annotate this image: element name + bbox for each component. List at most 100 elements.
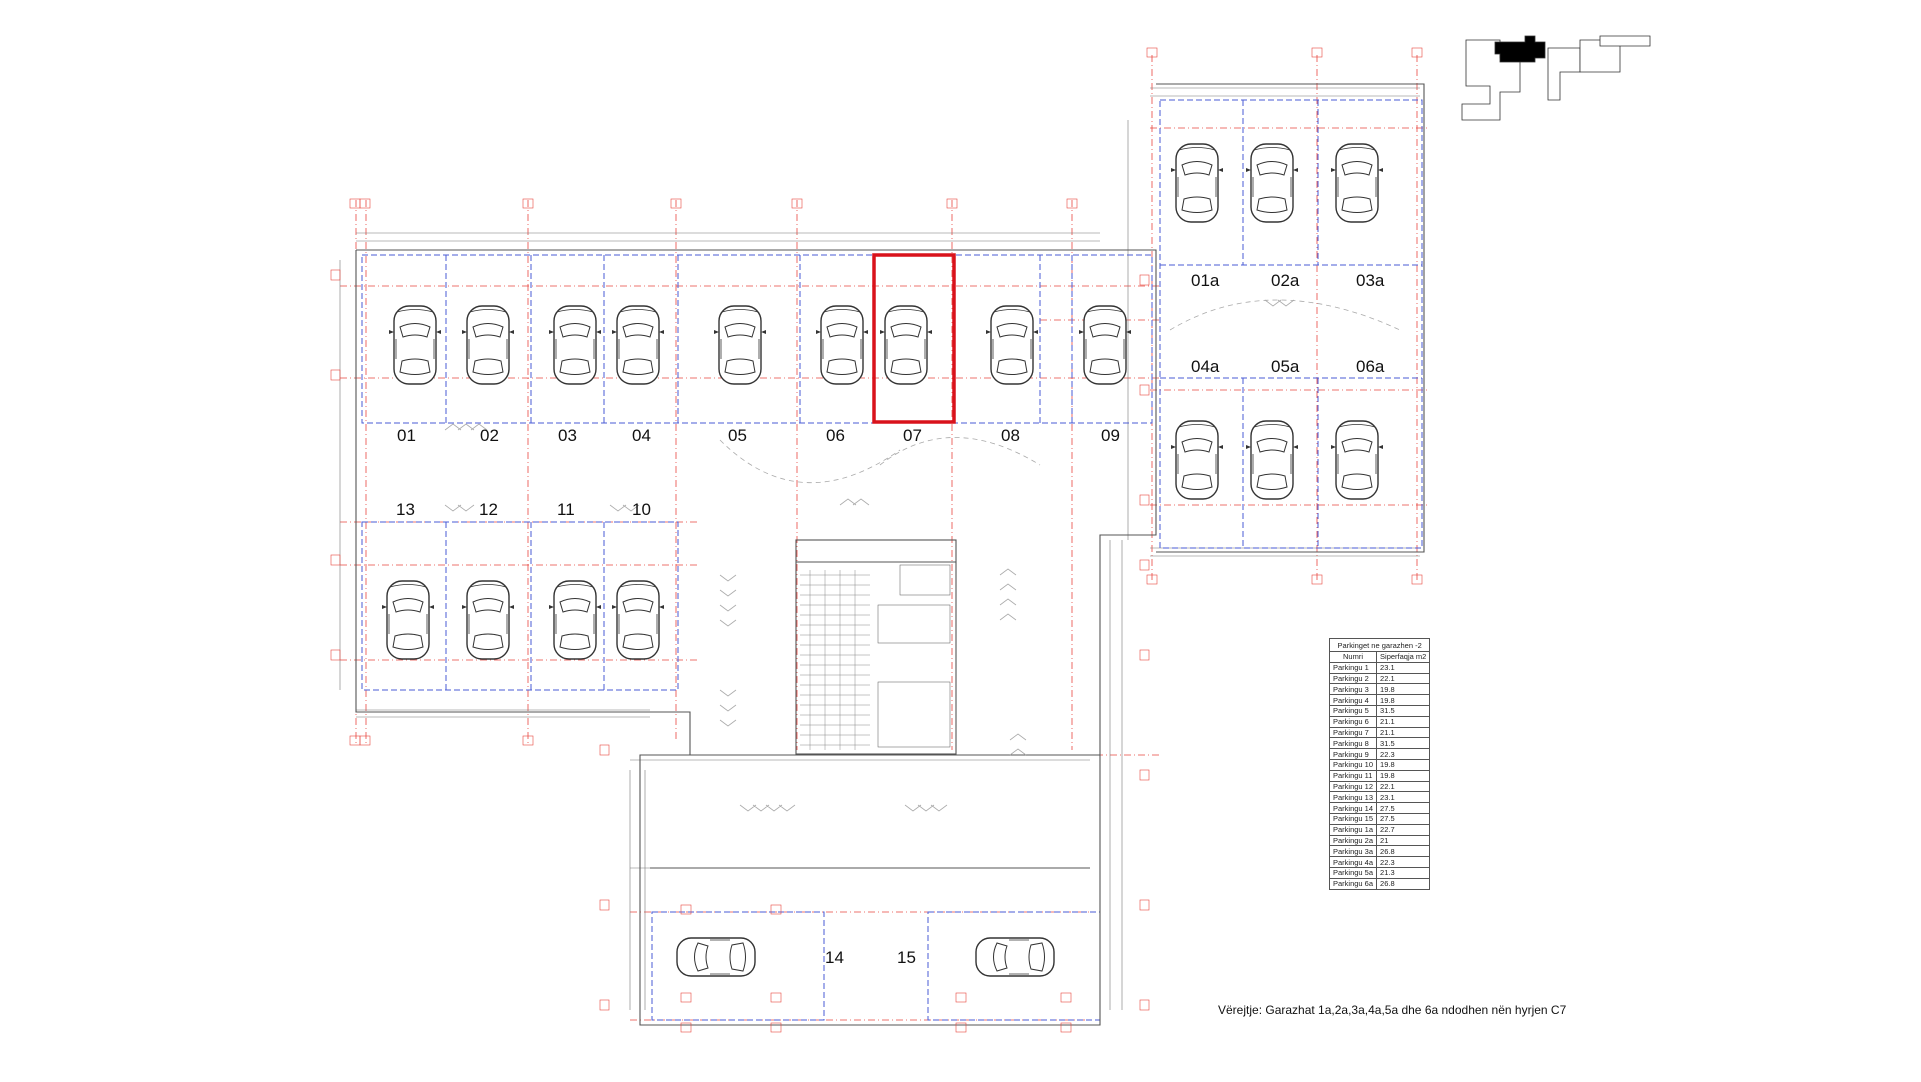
table-cell-name: Parkingu 14: [1328, 802, 1378, 814]
spot-label-06: 06: [826, 426, 845, 445]
table-cell-name: Parkingu 7: [1328, 726, 1378, 739]
car-icon: [1170, 143, 1224, 223]
parking-area-table: Parkinget ne garazhen -2 Numri Siperfaqj…: [1328, 638, 1431, 890]
table-title: Parkinget ne garazhen -2: [1328, 638, 1431, 652]
table-cell-area: 31.5: [1376, 704, 1431, 717]
table-cell-area: 19.8: [1376, 769, 1431, 782]
table-cell-name: Parkingu 13: [1328, 791, 1378, 804]
table-cell-name: Parkingu 3: [1328, 683, 1378, 696]
table-cell-name: Parkingu 2: [1328, 672, 1378, 685]
parking-bay-lines: [361, 99, 1423, 1021]
spot-label-08: 08: [1001, 426, 1020, 445]
spot-label-01a: 01a: [1191, 271, 1220, 290]
table-header-area: Siperfaqja m2: [1376, 651, 1431, 663]
car-icon: [985, 305, 1039, 385]
car-icon: [1245, 143, 1299, 223]
car-icon: [1078, 305, 1132, 385]
spot-label-05: 05: [728, 426, 747, 445]
walls: [355, 83, 1425, 1026]
key-plan: [1461, 35, 1651, 121]
car-icon: [388, 305, 442, 385]
car-icon: [676, 937, 756, 977]
table-cell-area: 23.1: [1376, 661, 1431, 674]
spot-label-11: 11: [557, 500, 575, 519]
car-icon: [879, 305, 933, 385]
table-cell-area: 23.1: [1376, 791, 1431, 804]
table-cell-name: Parkingu 5: [1328, 704, 1378, 717]
table-cell-area: 21.3: [1376, 866, 1431, 879]
table-header-name: Numri: [1328, 651, 1378, 663]
table-cell-area: 22.3: [1376, 748, 1431, 760]
table-cell-name: Parkingu 6: [1328, 715, 1378, 728]
car-icon: [461, 305, 515, 385]
table-cell-name: Parkingu 12: [1328, 780, 1378, 793]
spot-label-12: 12: [479, 500, 498, 519]
spot-label-04a: 04a: [1191, 357, 1220, 376]
table-cell-name: Parkingu 6a: [1328, 877, 1378, 890]
car-icon: [611, 580, 665, 660]
table-cell-area: 22.3: [1376, 856, 1431, 868]
table-cell-area: 26.8: [1376, 877, 1431, 890]
table-cell-area: 22.1: [1376, 780, 1431, 793]
table-cell-area: 22.1: [1376, 672, 1431, 685]
axis-tags: [330, 47, 1423, 1033]
car-icon: [1170, 420, 1224, 500]
table-cell-area: 21: [1376, 834, 1431, 847]
table-cell-area: 21.1: [1376, 715, 1431, 728]
spot-label-15: 15: [897, 948, 916, 967]
note-text: Vërejtje: Garazhat 1a,2a,3a,4a,5a dhe 6a…: [1218, 1003, 1567, 1017]
spot-label-05a: 05a: [1271, 357, 1300, 376]
parked-cars: [381, 143, 1384, 977]
spot-label-02a: 02a: [1271, 271, 1300, 290]
dimension-lines: [339, 87, 1420, 1010]
spot-label-13: 13: [396, 500, 415, 519]
spot-label-01: 01: [397, 426, 416, 445]
table-cell-name: Parkingu 9: [1328, 748, 1378, 760]
table-cell-name: Parkingu 1: [1328, 661, 1378, 674]
car-icon: [1330, 143, 1384, 223]
spot-label-03: 03: [558, 426, 577, 445]
key-plan-highlight: [1494, 35, 1546, 63]
table-cell-name: Parkingu 8: [1328, 737, 1378, 750]
spot-label-06a: 06a: [1356, 357, 1385, 376]
table-cell-area: 21.1: [1376, 726, 1431, 739]
table-cell-name: Parkingu 4a: [1328, 856, 1378, 868]
spot-label-10: 10: [632, 500, 651, 519]
spot-label-03a: 03a: [1356, 271, 1385, 290]
table-cell-area: 31.5: [1376, 737, 1431, 750]
car-icon: [548, 305, 602, 385]
spot-label-07: 07: [903, 426, 922, 445]
table-cell-name: Parkingu 3a: [1328, 845, 1378, 858]
table-cell-area: 27.5: [1376, 812, 1431, 825]
table-cell-name: Parkingu 2a: [1328, 834, 1378, 847]
table-cell-name: Parkingu 15: [1328, 812, 1378, 825]
stair-core: [800, 564, 951, 750]
table-cell-name: Parkingu 4: [1328, 694, 1378, 706]
table-cell-name: Parkingu 5a: [1328, 866, 1378, 879]
table-cell-area: 27.5: [1376, 802, 1431, 814]
spot-label-14: 14: [825, 948, 844, 967]
table-cell-name: Parkingu 1a: [1328, 823, 1378, 836]
spot-labels: 01 02 03 04 05 06 07 08 09 10 11 12 13 1…: [396, 271, 1385, 967]
table-cell-area: 26.8: [1376, 845, 1431, 858]
car-icon: [713, 305, 767, 385]
car-icon: [815, 305, 869, 385]
